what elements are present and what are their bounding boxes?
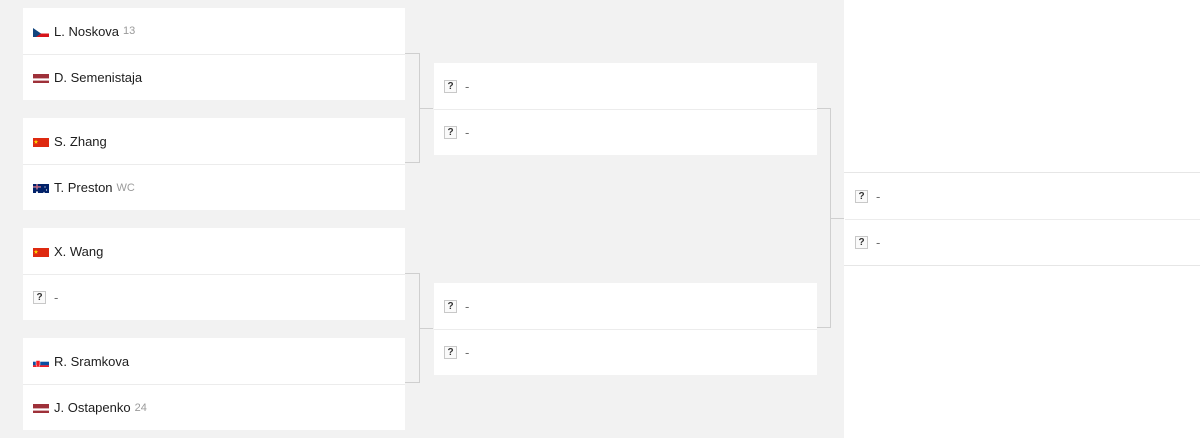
- player-row[interactable]: ? -: [845, 219, 1200, 265]
- bracket-connector: [817, 108, 831, 328]
- player-name: -: [876, 235, 881, 250]
- player-row[interactable]: S. Zhang: [23, 118, 405, 164]
- unknown-player-icon: ?: [855, 189, 868, 203]
- bracket-connector: [419, 108, 433, 109]
- cz-flag-icon: [33, 26, 49, 37]
- player-seed: 24: [134, 401, 147, 414]
- player-name: S. Zhang: [54, 133, 107, 149]
- divider: [844, 265, 1200, 266]
- match-card-r1-1[interactable]: L. Noskova 13 D. Semenistaja: [23, 8, 405, 100]
- player-name: -: [465, 298, 470, 314]
- lv-flag-icon: [33, 402, 49, 413]
- player-name: X. Wang: [54, 243, 104, 259]
- player-name: -: [54, 290, 59, 305]
- sk-flag-icon: [33, 356, 49, 367]
- player-name: T. Preston: [54, 180, 113, 195]
- cn-flag-icon: [33, 246, 49, 257]
- bracket-connector: [830, 218, 844, 219]
- unknown-player-icon: ?: [444, 79, 457, 93]
- match-card-r3-1[interactable]: ? - ? -: [845, 173, 1200, 265]
- lv-flag-icon: [33, 72, 49, 83]
- player-row[interactable]: D. Semenistaja: [23, 54, 405, 100]
- player-row[interactable]: ? -: [845, 173, 1200, 219]
- unknown-player-icon: ?: [444, 126, 457, 139]
- player-seed: WC: [116, 181, 135, 194]
- match-card-r2-1[interactable]: ? - ? -: [434, 63, 817, 155]
- unknown-player-icon: ?: [33, 291, 46, 304]
- unknown-player-icon: ?: [444, 299, 457, 313]
- match-card-r1-3[interactable]: X. Wang ? -: [23, 228, 405, 320]
- player-name: D. Semenistaja: [54, 70, 143, 85]
- player-name: -: [465, 345, 470, 360]
- divider: [844, 172, 1200, 173]
- match-card-r2-2[interactable]: ? - ? -: [434, 283, 817, 375]
- player-seed: 13: [123, 25, 136, 37]
- player-row[interactable]: ? -: [434, 329, 817, 375]
- player-name: J. Ostapenko: [54, 400, 131, 415]
- player-row[interactable]: ? -: [23, 274, 405, 320]
- player-row[interactable]: R. Sramkova: [23, 338, 405, 384]
- au-flag-icon: [33, 182, 49, 193]
- player-name: -: [465, 78, 470, 94]
- match-card-r1-2[interactable]: S. Zhang T. Preston WC: [23, 118, 405, 210]
- player-name: R. Sramkova: [54, 353, 130, 369]
- player-row[interactable]: ? -: [434, 63, 817, 109]
- player-row[interactable]: X. Wang: [23, 228, 405, 274]
- player-row[interactable]: T. Preston WC: [23, 164, 405, 210]
- bracket-connector: [405, 53, 420, 163]
- player-name: -: [465, 125, 470, 140]
- player-row[interactable]: J. Ostapenko 24: [23, 384, 405, 430]
- unknown-player-icon: ?: [855, 236, 868, 249]
- bracket-connector: [419, 328, 433, 329]
- player-row[interactable]: ? -: [434, 283, 817, 329]
- bracket-connector: [405, 273, 420, 383]
- player-row[interactable]: ? -: [434, 109, 817, 155]
- cn-flag-icon: [33, 136, 49, 147]
- player-row[interactable]: L. Noskova 13: [23, 8, 405, 54]
- player-name: -: [876, 188, 881, 204]
- unknown-player-icon: ?: [444, 346, 457, 359]
- player-name: L. Noskova: [54, 23, 120, 39]
- match-card-r1-4[interactable]: R. Sramkova J. Ostapenko 24: [23, 338, 405, 430]
